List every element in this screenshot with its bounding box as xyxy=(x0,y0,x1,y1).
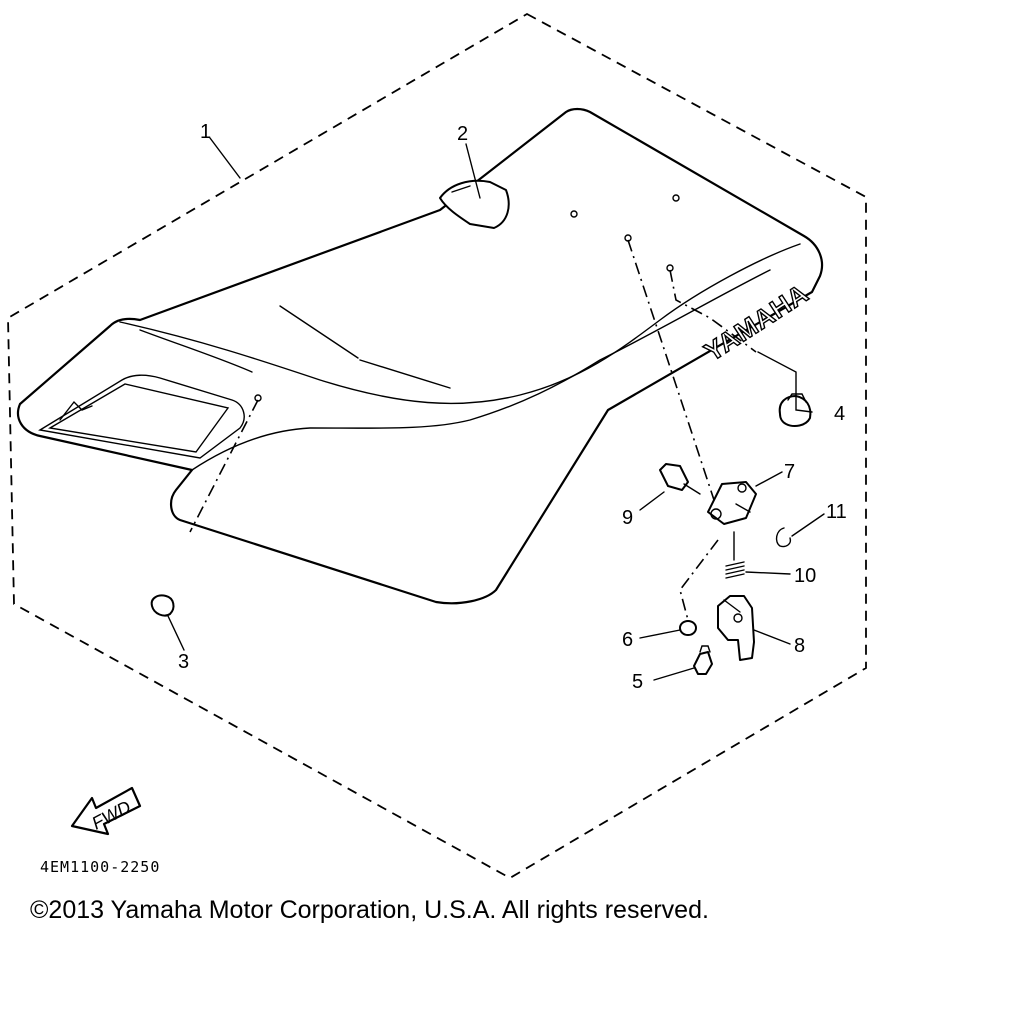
window-mark xyxy=(59,400,93,421)
leader-3 xyxy=(167,615,185,651)
callout-9: 9 xyxy=(622,507,633,529)
leader-4 xyxy=(757,351,813,413)
callout-3: 3 xyxy=(178,651,189,673)
part-7-hole xyxy=(710,508,722,520)
part-5-screw-thread xyxy=(699,645,711,653)
part-7-tab xyxy=(735,503,751,513)
leader-2 xyxy=(465,143,481,199)
part-4-damper-top xyxy=(787,393,807,403)
callout-11: 11 xyxy=(826,501,847,523)
seat-crease-2 xyxy=(359,359,451,389)
leader-8 xyxy=(753,629,791,645)
part-7-hole xyxy=(737,483,747,493)
part-4-damper xyxy=(778,395,812,427)
leader-11 xyxy=(791,513,825,537)
seat-strap xyxy=(439,179,510,229)
callout-4: 4 xyxy=(834,403,845,425)
seat-side-contour xyxy=(119,243,801,405)
part-6-washer xyxy=(679,620,697,636)
assembly-boundary xyxy=(7,12,867,880)
callout-8: 8 xyxy=(794,635,805,657)
guide-line-stopper xyxy=(189,399,259,533)
leader-7 xyxy=(755,471,783,487)
part-7-bracket xyxy=(707,481,757,525)
seat-strap-edge xyxy=(451,185,471,193)
part-3-cushion xyxy=(150,594,175,617)
copyright-text: ©2013 Yamaha Motor Corporation, U.S.A. A… xyxy=(30,896,709,924)
seat-crease-1 xyxy=(279,305,359,359)
fwd-arrow-icon: FWD xyxy=(70,786,142,836)
leader-5 xyxy=(653,667,695,681)
part-10-spring xyxy=(725,561,745,579)
callout-10: 10 xyxy=(794,565,816,587)
part-8-latch xyxy=(717,595,755,661)
leader-6 xyxy=(639,629,681,639)
part-11-clip xyxy=(775,527,792,548)
fwd-label: FWD xyxy=(88,797,134,834)
seat-front-edge xyxy=(139,329,253,373)
leader-9 xyxy=(639,491,665,511)
part-5-screw xyxy=(693,651,713,675)
part-8-edge xyxy=(723,599,741,613)
callout-6: 6 xyxy=(622,629,633,651)
guide-line-lock xyxy=(679,539,719,621)
leader-1 xyxy=(209,137,241,179)
callout-1: 1 xyxy=(200,121,211,143)
part-9-bolt xyxy=(659,463,689,491)
seat-hole xyxy=(570,210,578,218)
callout-5: 5 xyxy=(632,671,643,693)
seat-hole xyxy=(672,194,680,202)
leader-10 xyxy=(745,571,791,575)
reference-code: 4EM1100-2250 xyxy=(40,858,160,876)
callout-2: 2 xyxy=(457,123,468,145)
part-9-bolt-shank xyxy=(683,483,701,495)
seat-lower-contour xyxy=(191,269,771,471)
seat-front-window-inner xyxy=(47,383,230,453)
part-8-hole xyxy=(733,613,743,623)
seat-outline xyxy=(16,107,824,605)
seat-front-window xyxy=(38,374,245,459)
callout-7: 7 xyxy=(784,461,795,483)
